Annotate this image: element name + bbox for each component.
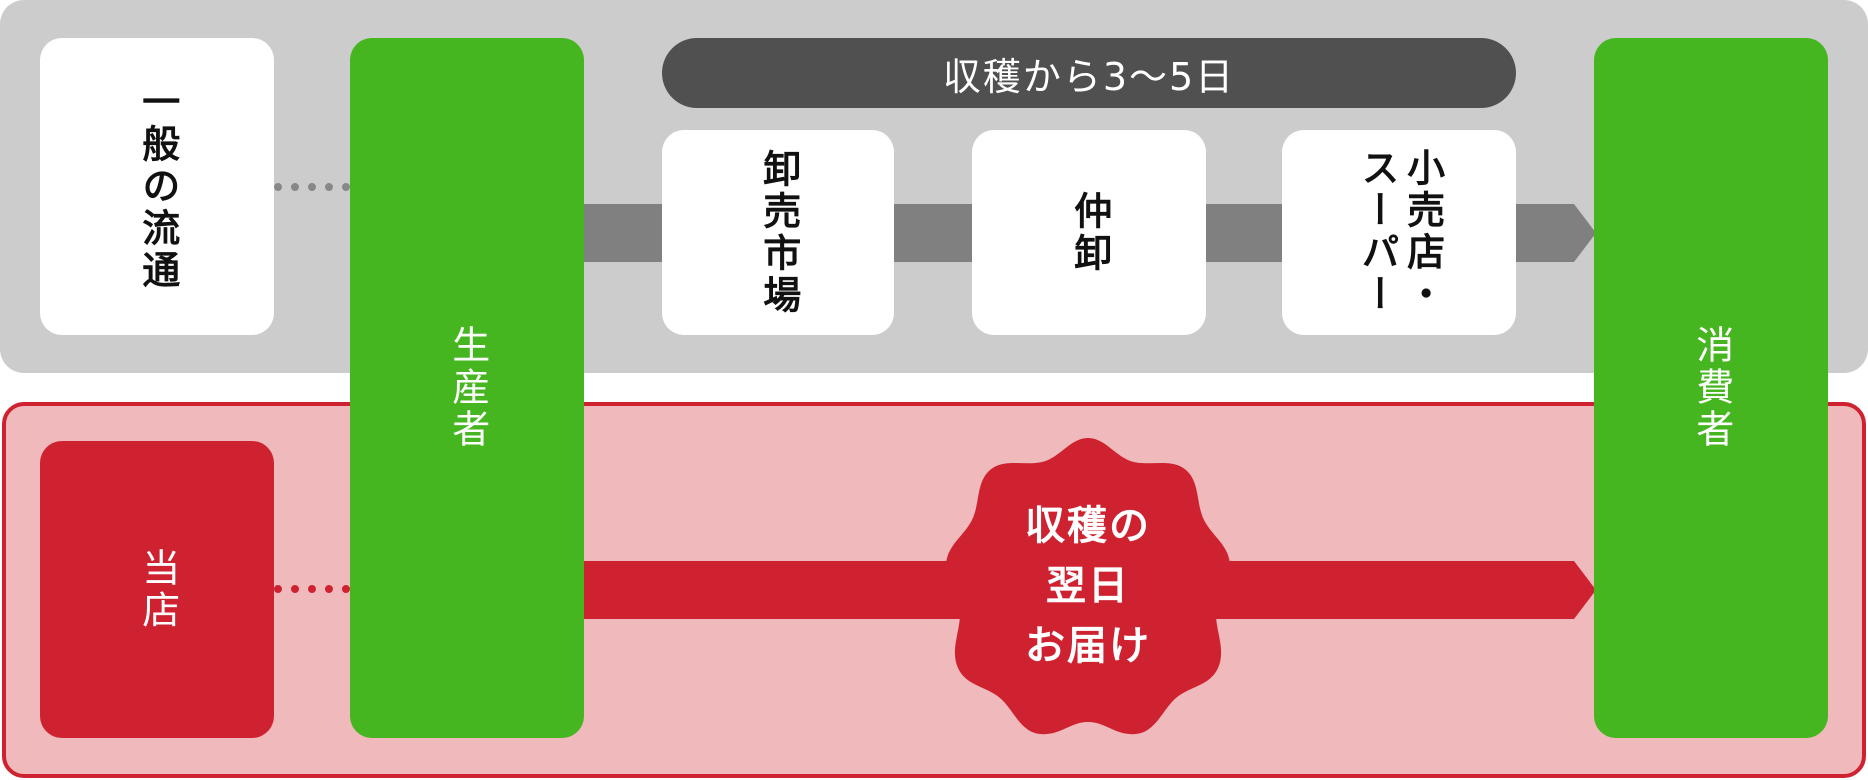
step-label: 卸売市場	[756, 148, 801, 317]
general-connector-dots	[274, 183, 350, 191]
next-day-badge: 収穫の 翌日 お届け	[946, 436, 1230, 736]
step-retail-supermarket: 小売店・スーパー	[1282, 130, 1516, 335]
badge-text: 収穫の 翌日 お届け	[1025, 496, 1151, 676]
store-box: 当店	[40, 441, 274, 738]
step-intermediate-wholesaler: 仲卸	[972, 130, 1206, 335]
producer-label: 生産者	[445, 325, 490, 451]
badge-line-3: お届け	[1025, 623, 1151, 669]
consumer-box: 消費者	[1594, 38, 1828, 738]
general-distribution-label: 一般の流通	[135, 81, 180, 292]
producer-box: 生産者	[350, 38, 584, 738]
badge-line-1: 収穫の	[1025, 503, 1151, 549]
store-connector-dots	[274, 585, 350, 593]
next-day-badge-icon	[946, 438, 1230, 735]
step-label: 小売店・スーパー	[1355, 147, 1445, 316]
step-label: 仲卸	[1067, 190, 1112, 275]
duration-pill: 収穫から3〜5日	[662, 38, 1516, 108]
badge-line-2: 翌日	[1046, 563, 1130, 609]
step-wholesale-market: 卸売市場	[662, 130, 894, 335]
duration-label: 収穫から3〜5日	[942, 54, 1236, 99]
store-label: 当店	[135, 547, 180, 632]
consumer-label: 消費者	[1689, 325, 1734, 451]
general-distribution-box: 一般の流通	[40, 38, 274, 335]
